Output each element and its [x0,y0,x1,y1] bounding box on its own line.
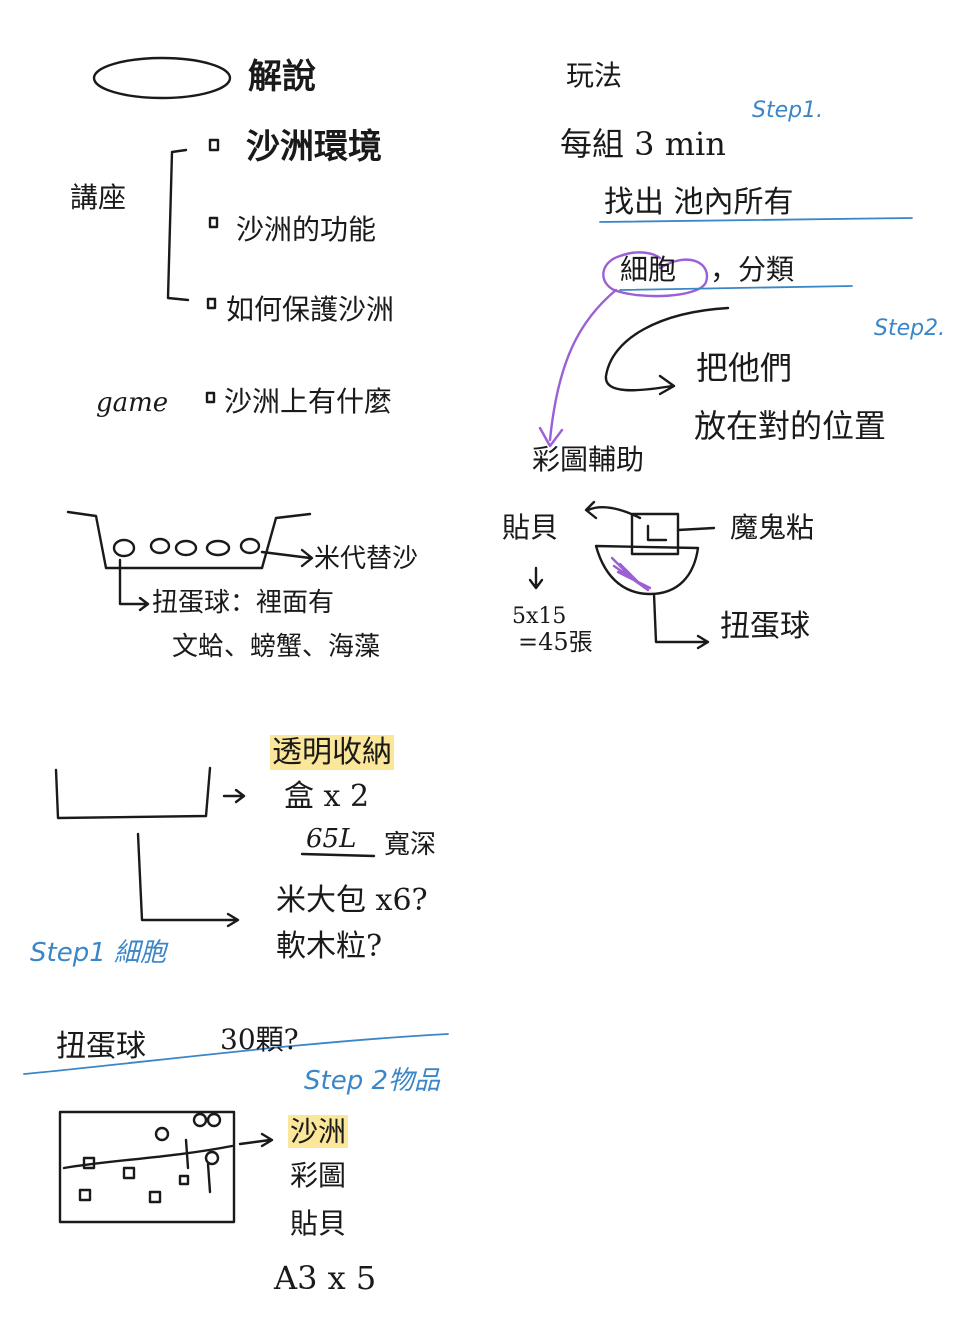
sandbar-box-sketch [58,1110,236,1224]
sand-label: 米代替沙 [314,544,419,574]
item-shell: 貼貝 [290,1207,347,1240]
topic-item-2: 沙洲的功能 [236,213,377,246]
blank-oval [92,56,232,100]
step1-label: Step1. [752,98,824,123]
game-label: game [96,388,169,418]
box-count: 盒 x 2 [284,779,370,814]
basin-outline [66,510,312,570]
category-prefix: 細胞 [620,253,677,286]
item-a3: A3 x 5 [274,1259,377,1297]
topic-item-1: 沙洲環境 [246,127,382,167]
section-title: 解說 [248,57,316,97]
category-suffix: ，分類 [710,253,795,286]
method-title: 玩法 [566,59,623,92]
item-sandbar: 沙洲 [288,1115,349,1148]
ball-label-2: 扭蛋球 [720,609,810,644]
box-size: 65L [306,824,357,854]
map-label: 彩圖輔助 [532,443,645,476]
checkbox [208,138,220,152]
time-line: 每組 3 min [560,125,726,163]
ball-contents: 文蛤、螃蟹、海藻 [172,632,381,662]
bracket [166,148,190,302]
game-item: 沙洲上有什麼 [224,385,393,418]
box-label: 透明收納 [270,735,394,770]
place-line-2: 放在對的位置 [694,407,887,445]
balls-count: 30顆? [220,1023,299,1056]
topic-item-3: 如何保護沙洲 [226,293,395,326]
purple-circle [602,251,709,298]
shell-label: 貼貝 [502,511,559,544]
checkbox [205,391,216,404]
checkbox [208,216,219,229]
box-dims: 寬深 [384,830,437,860]
left-label: 講座 [70,181,127,214]
calc-2: =45張 [518,628,593,656]
item-sandbar-text: 沙洲 [288,1115,349,1148]
storage-box-sketch [54,766,212,820]
cork-label: 軟木粒? [276,929,383,964]
calc-1: 5x15 [512,604,567,629]
glue-label: 魔鬼粘 [730,511,815,544]
balls-label: 扭蛋球 [56,1029,146,1064]
rice-label: 米大包 x6? [276,883,428,918]
checkbox [206,297,217,310]
find-line: 找出 池內所有 [604,185,794,220]
place-line-1: 把他們 [696,349,793,387]
box-label-text: 透明收納 [270,735,394,770]
item-map: 彩圖 [290,1159,347,1192]
step1-material-label: Step1 細胞 [30,938,167,968]
step2-material-label: Step 2物品 [304,1066,441,1096]
ball-label: 扭蛋球：裡面有 [152,588,335,618]
step2-label: Step2. [874,316,946,341]
